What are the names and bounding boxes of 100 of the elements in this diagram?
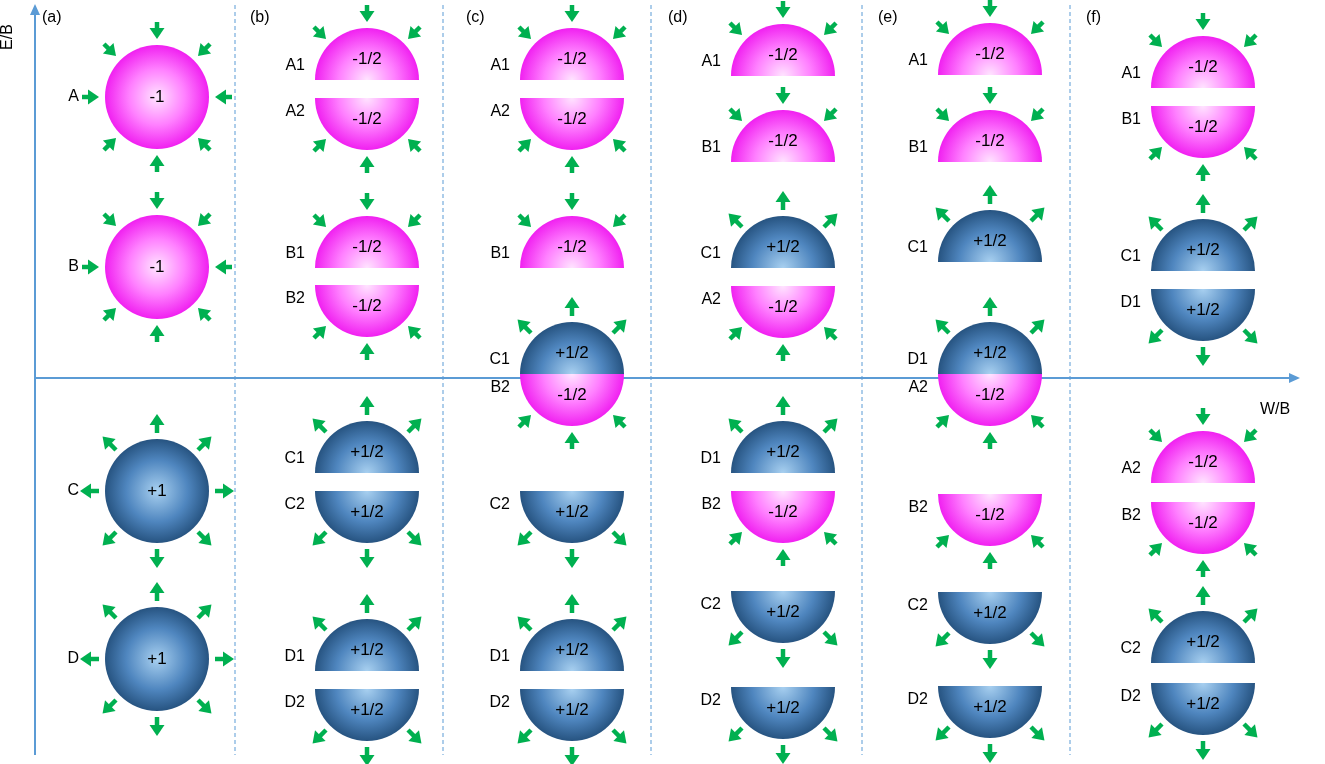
shape-label: C2: [489, 495, 510, 513]
shape-label: A2: [490, 102, 510, 120]
shape-label: B2: [490, 378, 510, 396]
shape-label: B2: [701, 495, 721, 513]
charge-value: +1/2: [555, 700, 589, 720]
shape-label: C2: [284, 495, 305, 513]
charge-value: +1/2: [1186, 694, 1220, 714]
shape-label: A2: [285, 102, 305, 120]
charge-value: -1/2: [768, 502, 798, 522]
charge-value: +1/2: [1186, 240, 1220, 260]
shape-label: A2: [1121, 459, 1141, 477]
panel-label: (d): [668, 8, 688, 26]
charge-value: -1/2: [352, 237, 382, 257]
charge-value: -1/2: [768, 45, 798, 65]
shape-label: B2: [285, 289, 305, 307]
shape-label: B: [68, 257, 79, 275]
charge-value: -1/2: [1188, 57, 1218, 77]
charge-value: +1/2: [766, 237, 800, 257]
charge-value: -1/2: [975, 385, 1005, 405]
shape-label: C1: [700, 244, 721, 262]
shape-label: D1: [700, 449, 721, 467]
charge-value: +1/2: [350, 700, 384, 720]
charge-value: +1/2: [973, 603, 1007, 623]
circle: [105, 607, 209, 711]
shape-label: D2: [907, 690, 928, 708]
charge-value: -1/2: [352, 49, 382, 69]
charge-value: +1/2: [1186, 300, 1220, 320]
charge-value: -1/2: [1188, 452, 1218, 472]
shape-label: B1: [701, 138, 721, 156]
charge-value: -1/2: [557, 385, 587, 405]
shape-label: B1: [1121, 110, 1141, 128]
shape-label: D: [67, 649, 79, 667]
shape-label: D1: [284, 647, 305, 665]
charge-value: -1/2: [975, 44, 1005, 64]
panel-label: (a): [42, 8, 62, 26]
shape-label: D2: [284, 693, 305, 711]
charge-value: +1/2: [555, 502, 589, 522]
shape-label: A1: [701, 52, 721, 70]
shape-label: D1: [1120, 293, 1141, 311]
charge-value: +1/2: [766, 698, 800, 718]
circle: [105, 215, 209, 319]
shape-label: C2: [907, 596, 928, 614]
axis-label: W/B: [1260, 400, 1291, 418]
charge-value: +1/2: [973, 697, 1007, 717]
shape-label: C1: [907, 238, 928, 256]
charge-value: +1: [147, 649, 167, 669]
charge-value: -1/2: [352, 296, 382, 316]
shape-label: A2: [908, 378, 928, 396]
shape-label: A: [68, 87, 79, 105]
shape-label: A1: [490, 56, 510, 74]
charge-value: -1/2: [1188, 117, 1218, 137]
charge-value: +1/2: [973, 231, 1007, 251]
charge-value: -1/2: [975, 131, 1005, 151]
charge-value: +1/2: [350, 442, 384, 462]
circle: [105, 439, 209, 543]
charge-value: -1/2: [768, 131, 798, 151]
charge-value: -1/2: [1188, 513, 1218, 533]
shape-label: C1: [489, 350, 510, 368]
charge-value: -1: [149, 257, 165, 277]
panel-label: (f): [1086, 8, 1102, 26]
axis-label: E/B: [0, 24, 16, 50]
charge-value: +1/2: [350, 640, 384, 660]
charge-value: -1/2: [352, 109, 382, 129]
charge-value: -1: [149, 87, 165, 107]
shape-label: B2: [908, 498, 928, 516]
charge-value: -1/2: [975, 505, 1005, 525]
charge-value: +1/2: [766, 442, 800, 462]
charge-value: -1/2: [557, 49, 587, 69]
shape-label: C1: [1120, 247, 1141, 265]
charge-value: +1/2: [1186, 632, 1220, 652]
charge-value: -1/2: [557, 237, 587, 257]
shape-label: D1: [489, 647, 510, 665]
shape-label: A1: [1121, 64, 1141, 82]
shape-label: C1: [284, 449, 305, 467]
charge-value: -1/2: [768, 297, 798, 317]
charge-value: +1/2: [350, 502, 384, 522]
shape-label: C: [67, 481, 79, 499]
panel-label: (c): [466, 8, 485, 26]
charge-value: -1/2: [557, 109, 587, 129]
shape-label: A1: [908, 51, 928, 69]
shape-label: C2: [700, 595, 721, 613]
shape-label: B1: [908, 138, 928, 156]
shape-label: B1: [490, 244, 510, 262]
shape-label: A1: [285, 56, 305, 74]
shape-label: D2: [700, 691, 721, 709]
shape-label: A2: [701, 290, 721, 308]
shape-label: D2: [489, 693, 510, 711]
shape-label: B1: [285, 244, 305, 262]
charge-value: +1/2: [766, 602, 800, 622]
shape-label: D1: [907, 350, 928, 368]
shape-label: B2: [1121, 506, 1141, 524]
charge-value: +1/2: [555, 640, 589, 660]
charge-value: +1/2: [973, 343, 1007, 363]
panel-label: (e): [878, 8, 898, 26]
panel-label: (b): [250, 8, 270, 26]
charge-value: +1: [147, 481, 167, 501]
shape-label: D2: [1120, 687, 1141, 705]
charge-value: +1/2: [555, 343, 589, 363]
shape-label: C2: [1120, 639, 1141, 657]
circle: [105, 45, 209, 149]
